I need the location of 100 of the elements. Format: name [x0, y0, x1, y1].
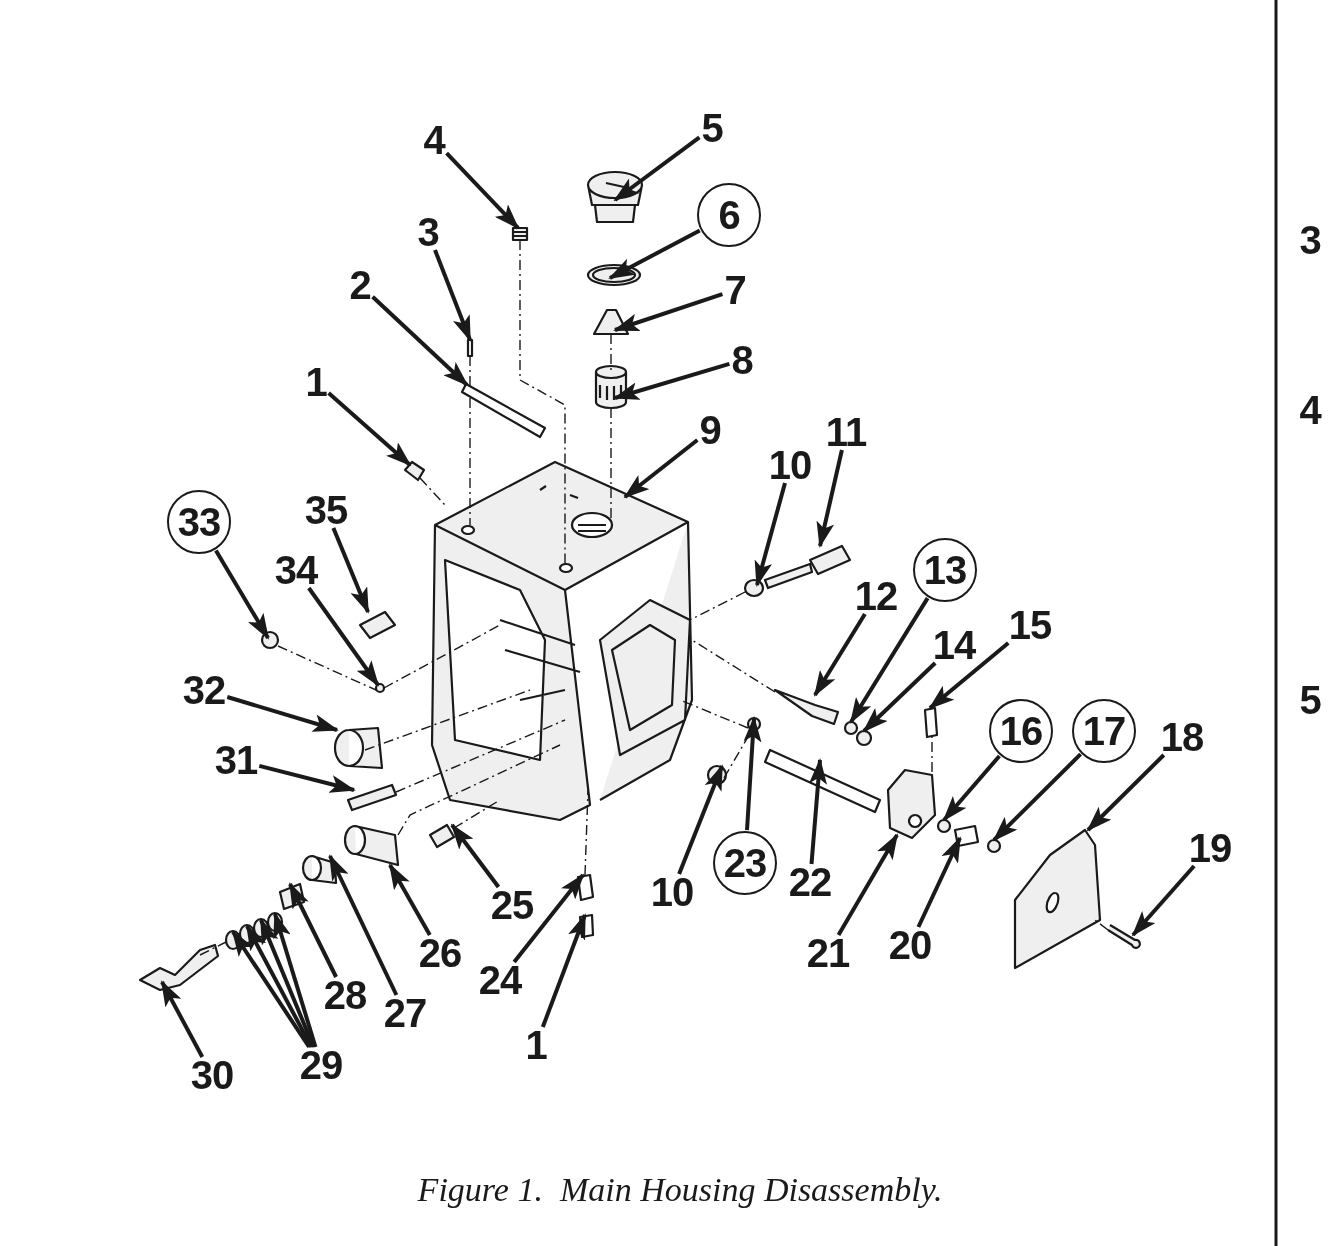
ball-drawing: [843, 720, 859, 736]
shaft-drawing: [763, 748, 882, 814]
leader-arrow: [273, 912, 318, 1048]
callout-number: 17: [1072, 699, 1136, 763]
callout-number: 28: [323, 973, 367, 1017]
callout-number: 6: [697, 183, 761, 247]
callout-number: 33: [167, 490, 231, 554]
sleeve-drawing: [333, 726, 384, 770]
assembly-line: [277, 645, 377, 691]
plug-drawing: [578, 913, 595, 939]
assembly-line: [610, 333, 612, 371]
screw-drawing: [466, 338, 474, 358]
leader-arrow: [916, 836, 962, 928]
callout-number: 1: [525, 1023, 547, 1067]
callout-number: 21: [806, 931, 850, 975]
callout-number: 35: [304, 488, 348, 532]
washer-drawing: [855, 729, 873, 747]
callout-number: 22: [788, 860, 832, 904]
callout-number: 32: [182, 668, 226, 712]
leader-arrow: [613, 361, 730, 400]
callout-number: 4: [1299, 388, 1321, 432]
needle-drawing: [773, 688, 840, 726]
leader-arrow: [371, 295, 469, 387]
leader-arrow: [245, 924, 314, 1048]
callout-number: 4: [423, 118, 445, 162]
callout-number: 29: [299, 1043, 343, 1087]
assembly-line: [419, 477, 446, 506]
plug-drawing: [586, 170, 644, 224]
leader-arrow: [836, 833, 899, 936]
callout-number: 15: [1008, 603, 1052, 647]
housing-drawing: [430, 460, 694, 822]
leader-arrow: [754, 482, 787, 587]
pin-drawing: [576, 873, 595, 902]
plug-drawing: [403, 460, 426, 482]
callout-number: 5: [1299, 678, 1321, 722]
callout-number: 34: [274, 548, 318, 592]
callout-number: 14: [932, 623, 976, 667]
screw-drawing: [763, 544, 852, 590]
callout-number: 31: [214, 738, 258, 782]
leader-arrow: [813, 612, 867, 697]
callout-number: 8: [731, 338, 753, 382]
leader-arrow: [1086, 753, 1166, 832]
ball-drawing: [986, 838, 1002, 854]
spring-drawing: [923, 706, 939, 739]
callout-number: 19: [1188, 826, 1232, 870]
assembly-line: [364, 689, 531, 751]
assembly-line: [383, 624, 501, 689]
leader-arrow: [613, 135, 701, 202]
callout-number: 2: [349, 263, 371, 307]
leader-arrow: [328, 854, 399, 996]
spacer-drawing: [278, 882, 306, 911]
assembly-line: [689, 591, 746, 621]
leader-arrow: [809, 758, 827, 865]
callout-number: 11: [825, 410, 867, 454]
leader-arrow: [258, 763, 356, 793]
assembly-line: [397, 744, 561, 836]
spring-drawing: [953, 824, 980, 848]
assembly-line: [584, 789, 589, 876]
assembly-line: [469, 397, 471, 526]
washer-drawing: [936, 818, 952, 834]
callout-number: 9: [699, 408, 721, 452]
leader-arrow: [288, 882, 338, 978]
callout-number: 1: [305, 360, 327, 404]
leader-arrow: [445, 151, 520, 230]
leader-arrow: [512, 873, 585, 964]
nut-drawing: [743, 578, 765, 598]
assembly-line: [931, 736, 933, 773]
leader-arrow: [942, 754, 1001, 822]
callout-number: 10: [768, 443, 812, 487]
ring-drawing: [266, 911, 284, 933]
set-screw-drawing: [511, 226, 529, 242]
figure-caption: Figure 1. Main Housing Disassembly.: [417, 1171, 943, 1209]
cone-drawing: [592, 308, 630, 336]
callout-number: 5: [701, 106, 723, 150]
pin-drawing: [358, 610, 397, 640]
leader-arrow: [259, 918, 316, 1048]
leader-arrow: [613, 292, 724, 332]
ball-drawing: [374, 682, 386, 694]
leader-arrow: [816, 449, 844, 548]
leader-arrow: [992, 752, 1082, 842]
leader-arrow: [608, 228, 701, 280]
washer-drawing: [746, 716, 762, 732]
leader-arrow: [331, 527, 370, 614]
callout-number: 23: [713, 831, 777, 895]
leader-arrow: [433, 249, 472, 342]
leader-arrow: [623, 438, 699, 499]
assembly-line: [199, 941, 227, 956]
assembly-line: [519, 239, 566, 566]
callout-number: 20: [888, 923, 932, 967]
lever-block-drawing: [886, 768, 937, 840]
callout-number: 25: [490, 883, 534, 927]
leader-arrow: [1131, 864, 1196, 937]
callout-number: 24: [478, 958, 522, 1002]
leader-arrow: [540, 913, 587, 1028]
leader-arrow: [214, 549, 270, 640]
bushing-drawing: [301, 854, 338, 885]
leader-arrow: [849, 597, 930, 724]
sleeve-drawing: [343, 824, 400, 867]
callout-number: 16: [989, 699, 1053, 763]
leader-arrow: [160, 980, 205, 1058]
